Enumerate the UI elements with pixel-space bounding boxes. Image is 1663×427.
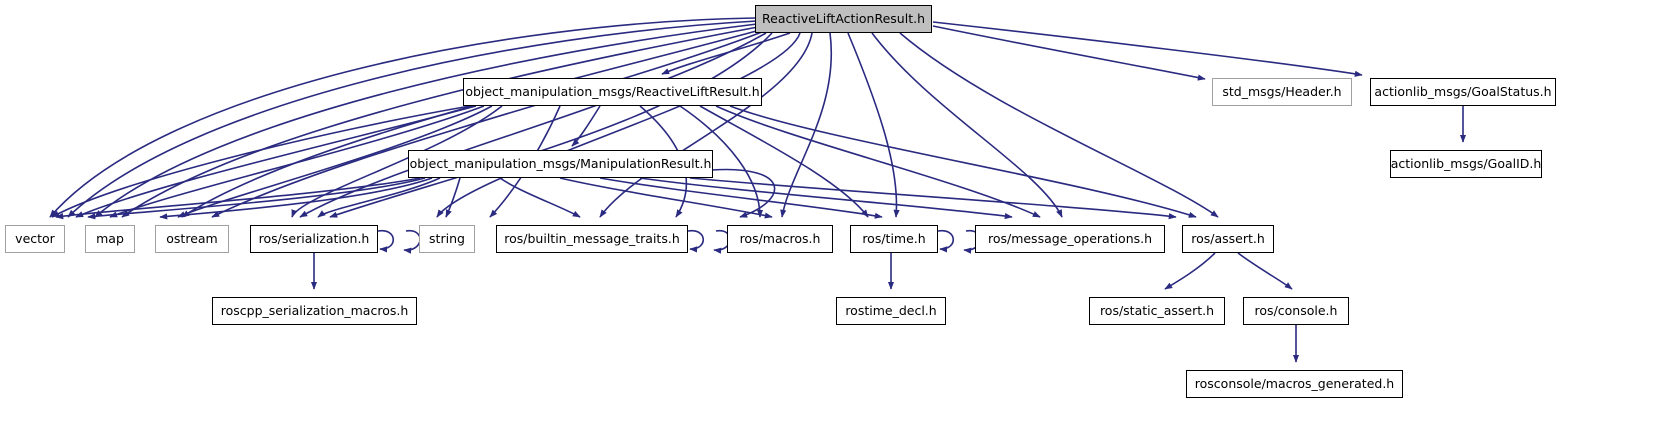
- node-actionlib-msgs-goalstatus[interactable]: actionlib_msgs/GoalStatus.h: [1370, 78, 1556, 106]
- node-ros-time[interactable]: ros/time.h: [850, 225, 938, 253]
- node-ros-assert[interactable]: ros/assert.h: [1182, 225, 1274, 253]
- node-label: ros/console.h: [1254, 302, 1338, 318]
- node-label: ros/builtin_message_traits.h: [504, 230, 680, 246]
- node-vector[interactable]: vector: [5, 225, 65, 253]
- node-ros-message-operations[interactable]: ros/message_operations.h: [975, 225, 1165, 253]
- node-ros-static-assert[interactable]: ros/static_assert.h: [1089, 297, 1225, 325]
- node-reactive-lift-action-result[interactable]: ReactiveLiftActionResult.h: [755, 5, 932, 33]
- node-label: ostream: [166, 230, 218, 246]
- node-string[interactable]: string: [419, 225, 475, 253]
- node-label: string: [429, 230, 465, 246]
- node-label: roscpp_serialization_macros.h: [220, 302, 409, 318]
- node-reactive-lift-result[interactable]: object_manipulation_msgs/ReactiveLiftRes…: [463, 78, 762, 106]
- node-label: ReactiveLiftActionResult.h: [762, 10, 925, 26]
- node-label: ros/serialization.h: [258, 230, 370, 246]
- node-label: ros/assert.h: [1191, 230, 1265, 246]
- node-label: ros/static_assert.h: [1099, 302, 1215, 318]
- node-map[interactable]: map: [85, 225, 135, 253]
- node-label: object_manipulation_msgs/ManipulationRes…: [409, 155, 712, 171]
- node-label: ros/time.h: [862, 230, 926, 246]
- node-label: rostime_decl.h: [845, 302, 937, 318]
- edge-group-manipulationresult: [55, 168, 1177, 220]
- node-ros-serialization[interactable]: ros/serialization.h: [250, 225, 378, 253]
- node-label: map: [96, 230, 124, 246]
- node-std-msgs-header[interactable]: std_msgs/Header.h: [1212, 78, 1352, 106]
- node-ros-console[interactable]: ros/console.h: [1243, 297, 1349, 325]
- node-ros-macros[interactable]: ros/macros.h: [727, 225, 833, 253]
- node-ros-builtin-message-traits[interactable]: ros/builtin_message_traits.h: [496, 225, 688, 253]
- node-label: actionlib_msgs/GoalID.h: [1390, 155, 1542, 171]
- node-label: vector: [15, 230, 55, 246]
- node-label: ros/macros.h: [739, 230, 821, 246]
- node-rosconsole-macros-generated[interactable]: rosconsole/macros_generated.h: [1186, 370, 1403, 398]
- node-manipulation-result[interactable]: object_manipulation_msgs/ManipulationRes…: [408, 150, 713, 178]
- node-label: actionlib_msgs/GoalStatus.h: [1374, 83, 1552, 99]
- node-actionlib-msgs-goalid[interactable]: actionlib_msgs/GoalID.h: [1390, 150, 1542, 178]
- node-ostream[interactable]: ostream: [155, 225, 229, 253]
- node-label: std_msgs/Header.h: [1222, 83, 1342, 99]
- node-label: object_manipulation_msgs/ReactiveLiftRes…: [465, 83, 760, 99]
- edge-group-root: [49, 17, 1363, 218]
- node-label: rosconsole/macros_generated.h: [1194, 375, 1395, 391]
- node-label: ros/message_operations.h: [987, 230, 1153, 246]
- node-roscpp-serialization-macros[interactable]: roscpp_serialization_macros.h: [212, 297, 417, 325]
- edge-group-lower: [310, 106, 1467, 363]
- node-rostime-decl[interactable]: rostime_decl.h: [836, 297, 946, 325]
